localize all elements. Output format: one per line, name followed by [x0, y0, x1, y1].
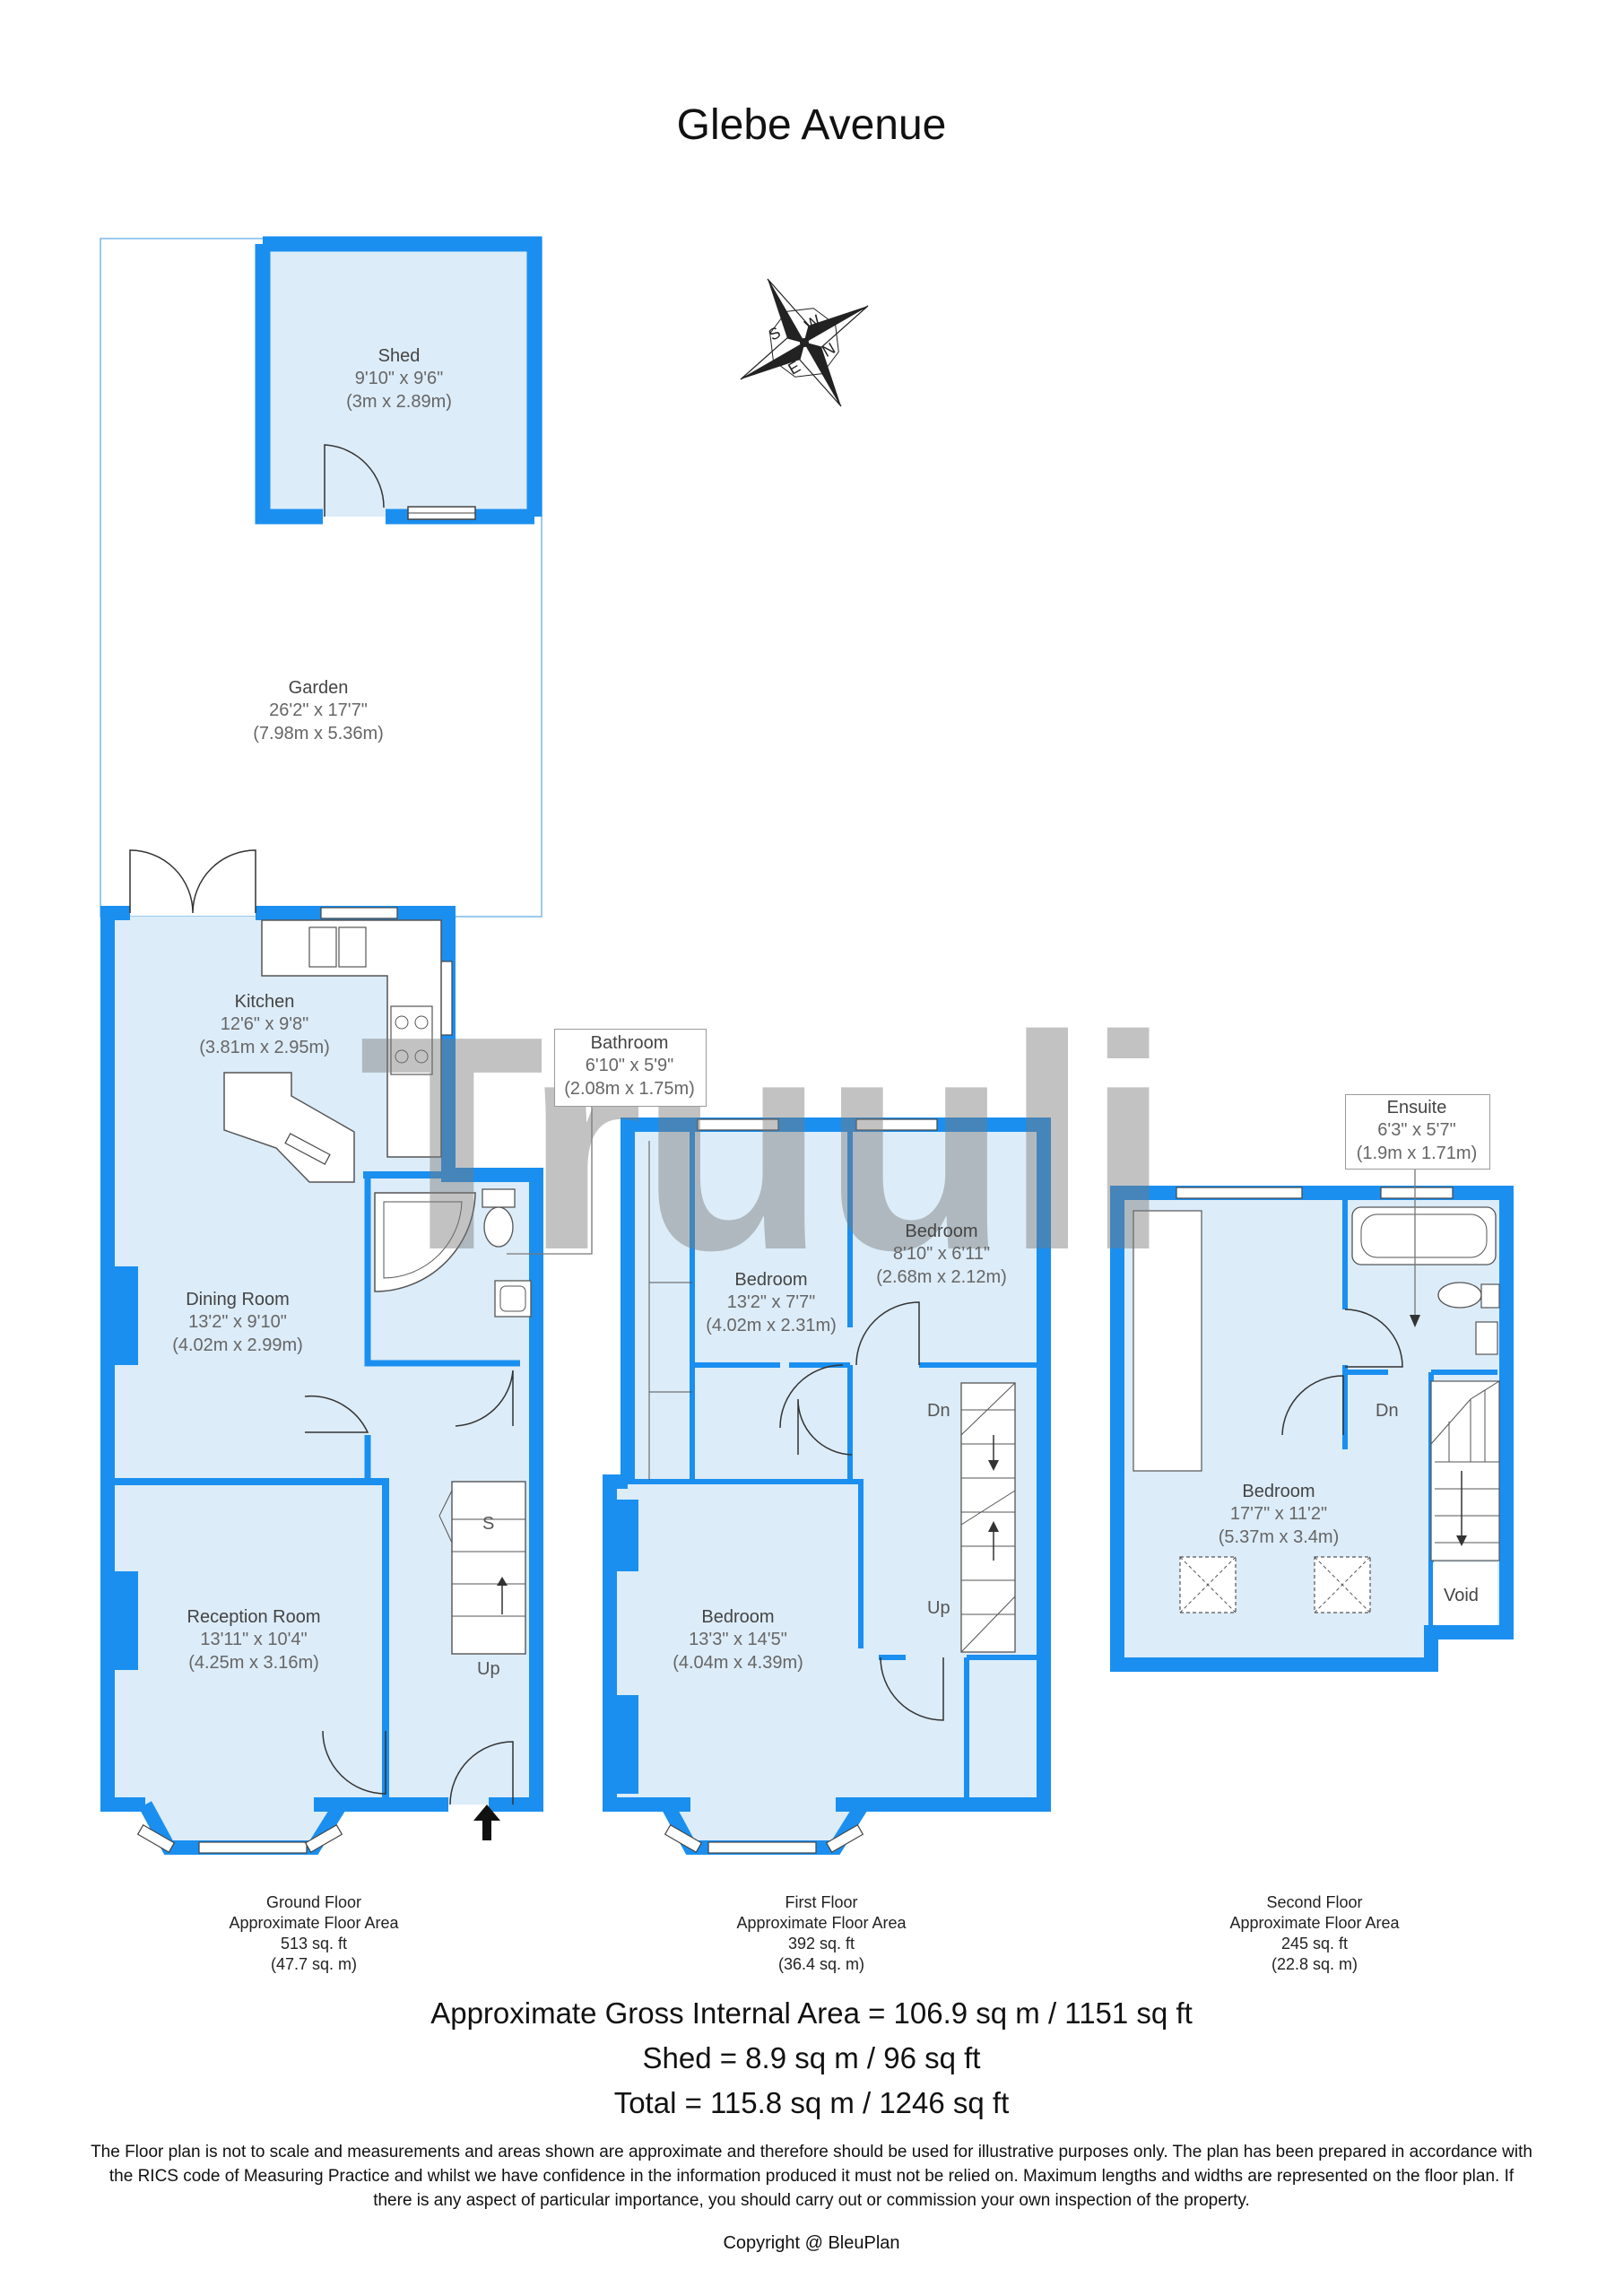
floor-sqft: 245 sq. ft: [1280, 1935, 1349, 1952]
room-label-kitchen: Kitchen 12'6" x 9'8" (3.81m x 2.95m): [152, 992, 377, 1059]
room-name: Shed: [378, 346, 421, 366]
room-label-sf-bedroom: Bedroom 17'7" x 11'2" (5.37m x 3.4m): [1171, 1482, 1386, 1549]
disclaimer-line-1: The Floor plan is not to scale and measu…: [91, 2143, 1532, 2161]
floor-sqm: (47.7 sq. m): [270, 1955, 358, 1973]
stair-label-up-first: Up: [927, 1598, 950, 1618]
room-dimension-imperial: 13'2" x 7'7": [726, 1292, 816, 1312]
compass-rose: [740, 278, 869, 407]
room-label-ensuite: Ensuite 6'3" x 5'7" (1.9m x 1.71m): [1345, 1098, 1488, 1165]
room-dimension-metric: (4.04m x 4.39m): [673, 1653, 803, 1673]
floor-sqm: (36.4 sq. m): [777, 1955, 865, 1973]
room-dimension-imperial: 6'3" x 5'7": [1377, 1120, 1456, 1140]
room-dimension-metric: (3.81m x 2.95m): [199, 1038, 330, 1057]
stair-label-dn-second: Dn: [1376, 1401, 1399, 1421]
room-label-reception-room: Reception Room 13'11" x 10'4" (4.25m x 3…: [142, 1607, 366, 1674]
ensuite-callout: [1345, 1094, 1490, 1170]
room-name: Bathroom: [590, 1033, 669, 1053]
floor-name: Second Floor: [1266, 1893, 1363, 1911]
summary-shed-area: Shed = 8.9 sq m / 96 sq ft: [642, 2041, 981, 2074]
room-name: Reception Room: [187, 1607, 321, 1627]
floor-caption: Approximate Floor Area: [229, 1914, 399, 1932]
room-name: Dining Room: [186, 1290, 290, 1309]
room-dimension-imperial: 17'7" x 11'2": [1229, 1504, 1328, 1524]
room-dimension-imperial: 13'2" x 9'10": [188, 1312, 287, 1332]
room-label-ff-bedroom-b: Bedroom 8'10" x 6'11" (2.68m x 2.12m): [838, 1222, 1045, 1289]
second-floor-caption: Second Floor Approximate Floor Area 245 …: [1180, 1892, 1449, 1975]
room-name: Kitchen: [234, 992, 295, 1012]
stair-label-up-ground: Up: [477, 1659, 500, 1679]
shed-plan: [255, 236, 542, 525]
floor-caption: Approximate Floor Area: [1229, 1914, 1400, 1932]
ground-floor-plan: [100, 849, 543, 1855]
room-dimension-metric: (4.02m x 2.31m): [706, 1316, 837, 1335]
room-dimension-imperial: 6'10" x 5'9": [585, 1056, 674, 1075]
watermark: Truuli: [359, 973, 1171, 1314]
floor-caption: Approximate Floor Area: [736, 1914, 907, 1932]
room-name: Garden: [288, 678, 349, 698]
room-dimension-imperial: 9'10" x 9'6": [354, 369, 444, 388]
floor-name: First Floor: [785, 1893, 858, 1911]
floor-name: Ground Floor: [265, 1893, 362, 1911]
bathroom-callout-line: [507, 1105, 593, 1255]
room-dimension-metric: (2.08m x 1.75m): [564, 1079, 695, 1099]
disclaimer: The Floor plan is not to scale and measu…: [0, 2140, 1623, 2213]
void-label: Void: [1444, 1586, 1479, 1605]
ground-floor-caption: Ground Floor Approximate Floor Area 513 …: [179, 1892, 448, 1975]
room-dimension-metric: (4.25m x 3.16m): [188, 1653, 319, 1673]
room-label-ff-bedroom-a: Bedroom 13'2" x 7'7" (4.02m x 2.31m): [664, 1270, 879, 1337]
room-name: Ensuite: [1386, 1098, 1447, 1118]
room-name: Bedroom: [701, 1607, 775, 1627]
disclaimer-line-2: the RICS code of Measuring Practice and …: [108, 2167, 1515, 2186]
stair-label-s: S: [482, 1514, 495, 1534]
room-label-dining-room: Dining Room 13'2" x 9'10" (4.02m x 2.99m…: [126, 1290, 350, 1357]
room-dimension-imperial: 26'2" x 17'7": [269, 700, 368, 720]
room-label-ff-bedroom-c: Bedroom 13'3" x 14'5" (4.04m x 4.39m): [630, 1607, 846, 1674]
room-label-garden: Garden 26'2" x 17'7" (7.98m x 5.36m): [206, 678, 430, 745]
floor-sqm: (22.8 sq. m): [1271, 1955, 1358, 1973]
summary-gross-area: Approximate Gross Internal Area = 106.9 …: [430, 1996, 1193, 2030]
room-label-shed: Shed 9'10" x 9'6" (3m x 2.89m): [287, 346, 511, 413]
second-floor-plan: [1110, 1186, 1514, 1672]
room-name: Bedroom: [905, 1222, 978, 1241]
room-dimension-metric: (4.02m x 2.99m): [172, 1335, 303, 1355]
room-name: Bedroom: [1242, 1482, 1315, 1501]
room-name: Bedroom: [734, 1270, 808, 1290]
bathroom-callout: [554, 1029, 707, 1107]
room-dimension-metric: (2.68m x 2.12m): [876, 1267, 1007, 1287]
disclaimer-line-3: there is any aspect of particular import…: [373, 2191, 1250, 2210]
floor-sqft: 513 sq. ft: [280, 1935, 348, 1952]
room-dimension-metric: (1.9m x 1.71m): [1356, 1144, 1478, 1163]
stair-label-dn-first: Dn: [927, 1401, 950, 1421]
room-dimension-imperial: 13'11" x 10'4": [200, 1630, 308, 1649]
room-dimension-metric: (5.37m x 3.4m): [1218, 1527, 1340, 1547]
room-dimension-metric: (3m x 2.89m): [346, 392, 452, 412]
room-dimension-metric: (7.98m x 5.36m): [253, 724, 384, 744]
summary-total-area: Total = 115.8 sq m / 1246 sq ft: [613, 2086, 1010, 2119]
copyright: Copyright @ BleuPlan: [723, 2233, 900, 2253]
room-dimension-imperial: 8'10" x 6'11": [892, 1244, 991, 1264]
first-floor-plan: [603, 1118, 1051, 1855]
room-dimension-imperial: 12'6" x 9'8": [220, 1014, 309, 1034]
room-dimension-imperial: 13'3" x 14'5": [689, 1630, 787, 1649]
page-title: Glebe Avenue: [676, 101, 947, 149]
first-floor-caption: First Floor Approximate Floor Area 392 s…: [687, 1892, 956, 1975]
room-label-bathroom: Bathroom 6'10" x 5'9" (2.08m x 1.75m): [554, 1033, 705, 1100]
floor-sqft: 392 sq. ft: [787, 1935, 855, 1952]
